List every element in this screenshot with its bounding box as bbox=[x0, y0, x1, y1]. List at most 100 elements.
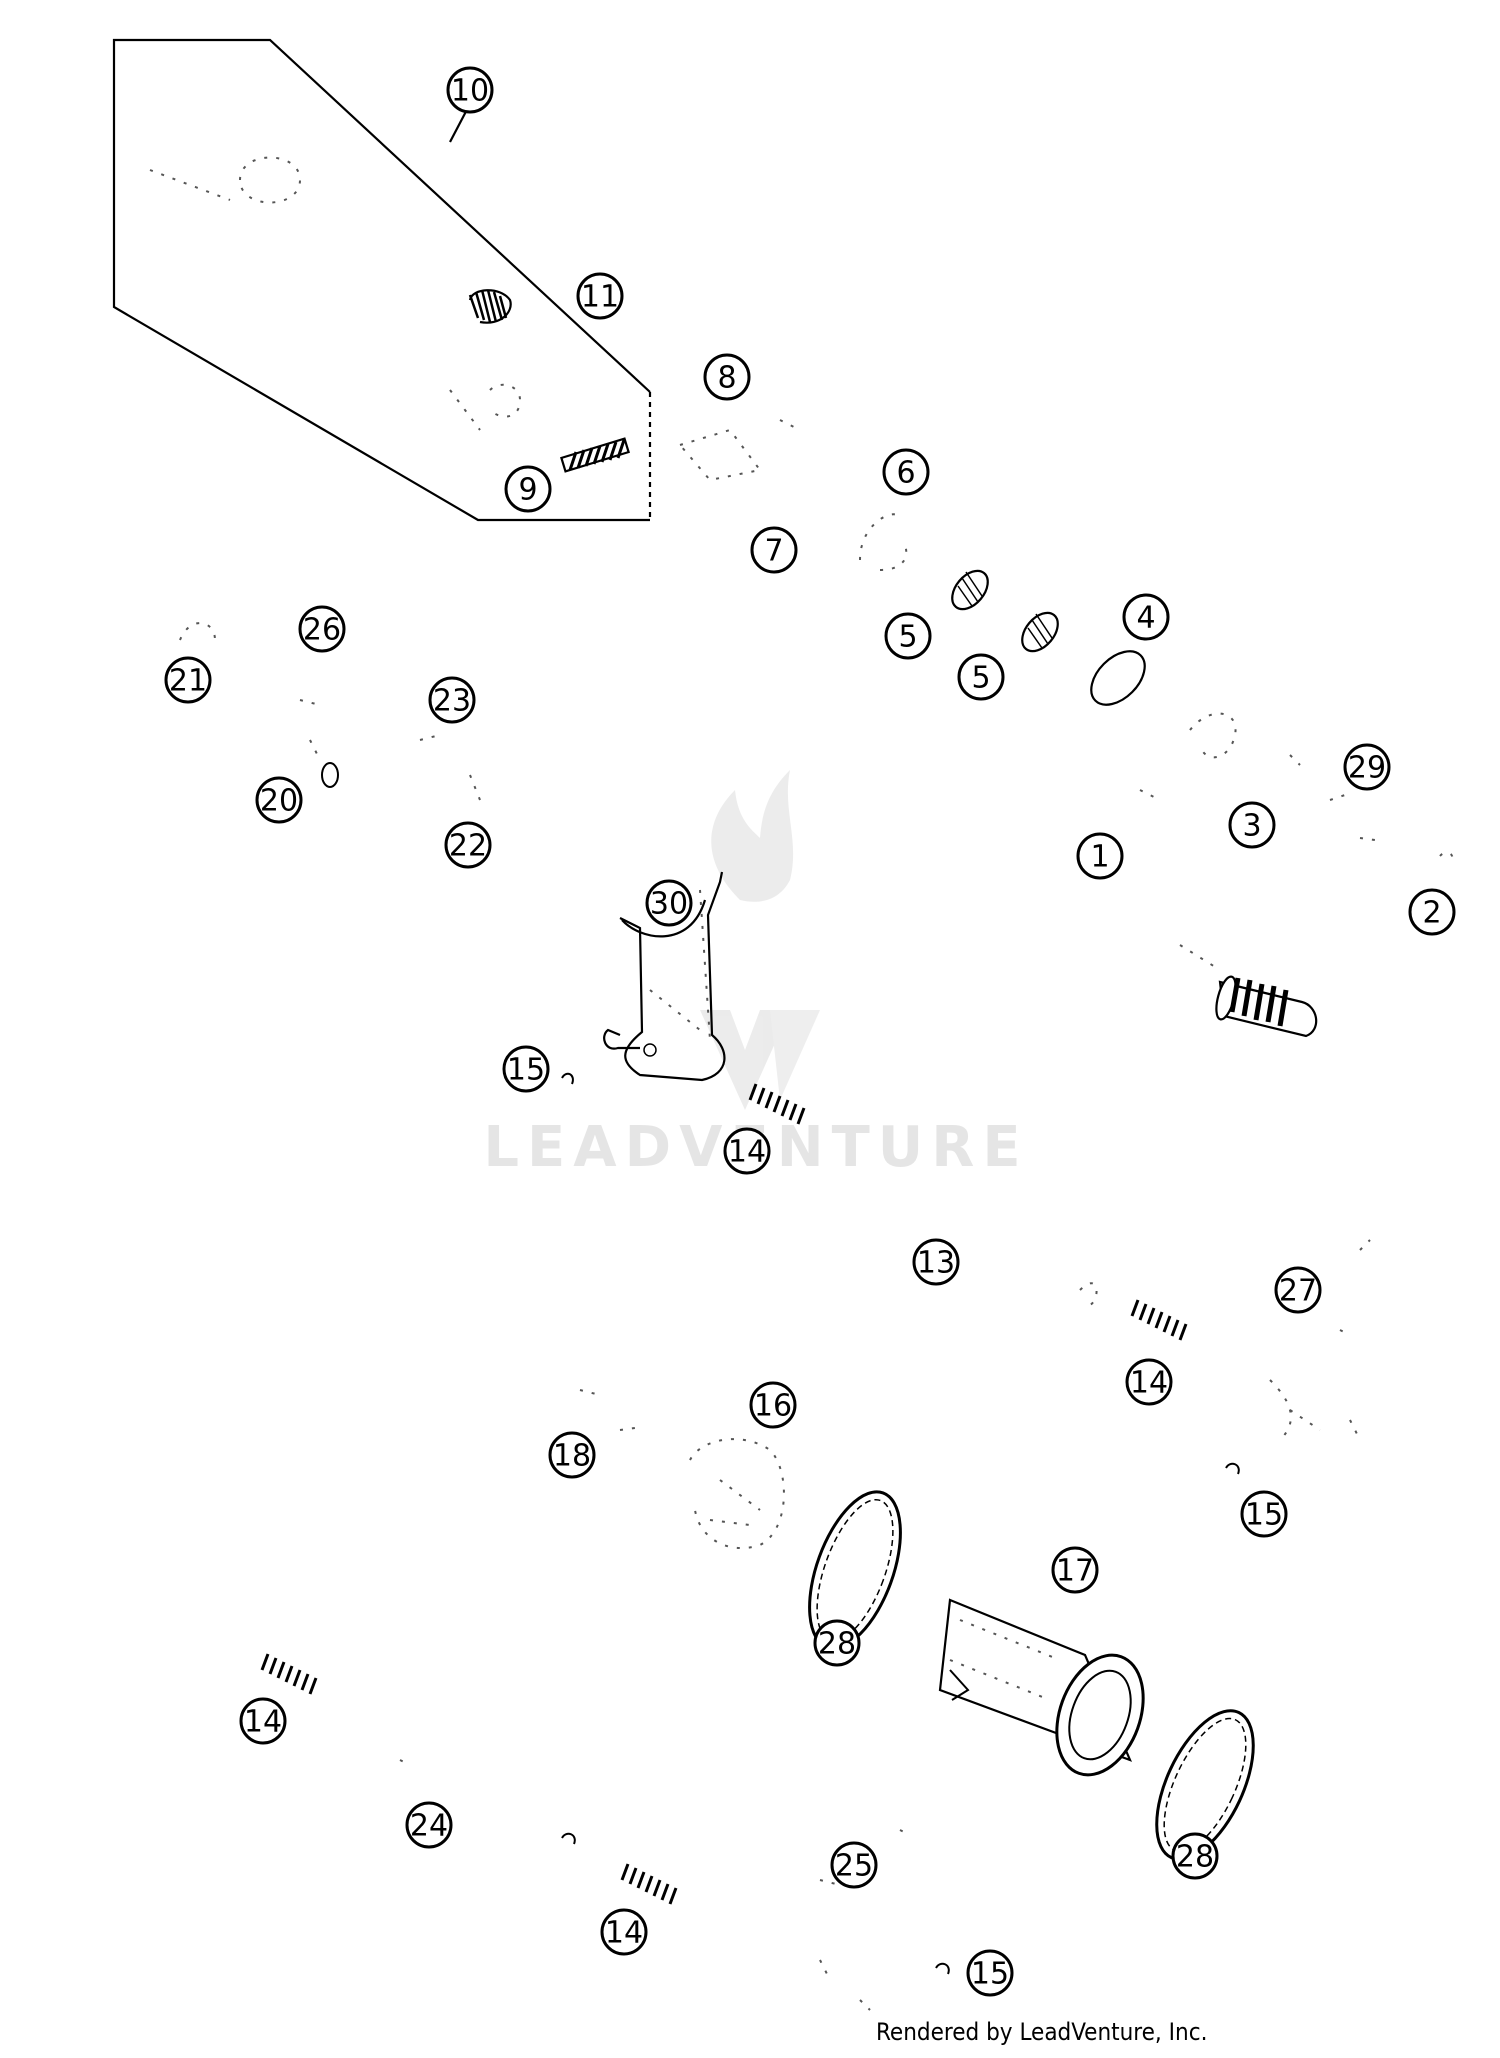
callout-circle bbox=[723, 1127, 771, 1175]
part-15c bbox=[935, 1962, 950, 1975]
callout-label: 3 bbox=[1242, 809, 1261, 844]
kit-outline bbox=[112, 38, 652, 522]
callout-circle bbox=[504, 465, 552, 513]
callout-25: 25 bbox=[830, 1841, 878, 1889]
part-4 bbox=[1090, 650, 1146, 706]
callout-label: 14 bbox=[244, 1705, 282, 1740]
callout-label: 1 bbox=[1090, 840, 1109, 875]
callout-13: 13 bbox=[912, 1238, 960, 1286]
callout-circle bbox=[576, 272, 624, 320]
part-14c bbox=[260, 1653, 318, 1695]
callout-circle bbox=[1408, 888, 1456, 936]
callout-10: 10 bbox=[446, 66, 494, 114]
part-11 bbox=[468, 289, 512, 324]
callout-18: 18 bbox=[548, 1431, 596, 1479]
callout-label: 27 bbox=[1279, 1274, 1317, 1309]
callout-label: 15 bbox=[971, 1957, 1009, 1992]
part-30 bbox=[603, 871, 726, 1082]
callout-label: 20 bbox=[260, 784, 298, 819]
part-1-3 bbox=[1139, 712, 1454, 863]
callout-14: 14 bbox=[1125, 1358, 1173, 1406]
part-9 bbox=[560, 437, 630, 473]
callout-circle bbox=[813, 1619, 861, 1667]
callout-16: 16 bbox=[749, 1381, 797, 1429]
callout-circle bbox=[1051, 1546, 1099, 1594]
callout-22: 22 bbox=[444, 821, 492, 869]
callout-label: 28 bbox=[818, 1627, 856, 1662]
callout-15: 15 bbox=[502, 1045, 550, 1093]
callout-circle bbox=[645, 879, 693, 927]
callouts: 1011986755426212320222931230151413271416… bbox=[164, 66, 1456, 1997]
callout-27: 27 bbox=[1274, 1266, 1322, 1314]
callout-label: 7 bbox=[764, 534, 783, 569]
callout-circle bbox=[502, 1045, 550, 1093]
callout-circle bbox=[957, 653, 1005, 701]
callout-circle bbox=[446, 66, 494, 114]
callout-label: 18 bbox=[553, 1439, 591, 1474]
callout-20: 20 bbox=[255, 776, 303, 824]
part-14b bbox=[1130, 1299, 1188, 1341]
callout-14: 14 bbox=[239, 1697, 287, 1745]
part-14a bbox=[748, 1083, 806, 1125]
part-20-26 bbox=[179, 622, 481, 801]
callout-circle bbox=[830, 1841, 878, 1889]
callout-circle bbox=[1171, 1832, 1219, 1880]
callout-4: 4 bbox=[1122, 593, 1170, 641]
callout-28: 28 bbox=[1171, 1832, 1219, 1880]
callout-circle bbox=[1240, 1490, 1288, 1538]
callout-circle bbox=[749, 1381, 797, 1429]
part-27 bbox=[1079, 1239, 1371, 1441]
callout-circle bbox=[548, 1431, 596, 1479]
callout-17: 17 bbox=[1051, 1546, 1099, 1594]
callout-label: 2 bbox=[1422, 896, 1441, 931]
callout-label: 4 bbox=[1136, 601, 1155, 636]
credit-text: Rendered by LeadVenture, Inc. bbox=[876, 2018, 1208, 2046]
callout-circle bbox=[1076, 832, 1124, 880]
callout-29: 29 bbox=[1343, 743, 1391, 791]
callout-7: 7 bbox=[750, 526, 798, 574]
watermark-logo bbox=[700, 770, 820, 1110]
callout-circle bbox=[255, 776, 303, 824]
callout-circle bbox=[239, 1697, 287, 1745]
part-18 bbox=[579, 1389, 636, 1431]
callout-15: 15 bbox=[1240, 1490, 1288, 1538]
callout-label: 15 bbox=[507, 1053, 545, 1088]
part-16 bbox=[689, 1438, 785, 1550]
callout-14: 14 bbox=[600, 1908, 648, 1956]
callout-2: 2 bbox=[1408, 888, 1456, 936]
callout-label: 17 bbox=[1056, 1554, 1094, 1589]
callout-label: 5 bbox=[898, 620, 917, 655]
callout-circle bbox=[912, 1238, 960, 1286]
callout-label: 11 bbox=[581, 280, 619, 315]
watermark: LEADVENTURE bbox=[483, 770, 1021, 1180]
callout-label: 24 bbox=[410, 1809, 448, 1844]
callout-label: 30 bbox=[650, 887, 688, 922]
part-1-shaft bbox=[1179, 944, 1318, 1038]
callout-label: 10 bbox=[451, 74, 489, 109]
part-5b bbox=[1021, 611, 1059, 653]
part-14d bbox=[620, 1863, 678, 1905]
callout-circle bbox=[703, 353, 751, 401]
callout-14: 14 bbox=[723, 1127, 771, 1175]
part-5a bbox=[951, 569, 989, 611]
part-6 bbox=[859, 513, 908, 571]
callout-circle bbox=[444, 821, 492, 869]
callout-label: 21 bbox=[169, 664, 207, 699]
callout-circle bbox=[298, 605, 346, 653]
callout-circle bbox=[750, 526, 798, 574]
callout-label: 9 bbox=[518, 473, 537, 508]
callout-15: 15 bbox=[966, 1949, 1014, 1997]
callout-circle bbox=[1228, 801, 1276, 849]
callout-circle bbox=[1274, 1266, 1322, 1314]
callout-circle bbox=[600, 1908, 648, 1956]
callout-3: 3 bbox=[1228, 801, 1276, 849]
callout-8: 8 bbox=[703, 353, 751, 401]
part-15a bbox=[561, 1072, 574, 1085]
callout-9: 9 bbox=[504, 465, 552, 513]
callout-30: 30 bbox=[645, 879, 693, 927]
part-8 bbox=[678, 419, 801, 482]
callout-label: 28 bbox=[1176, 1840, 1214, 1875]
callout-circle bbox=[428, 676, 476, 724]
callout-circle bbox=[966, 1949, 1014, 1997]
